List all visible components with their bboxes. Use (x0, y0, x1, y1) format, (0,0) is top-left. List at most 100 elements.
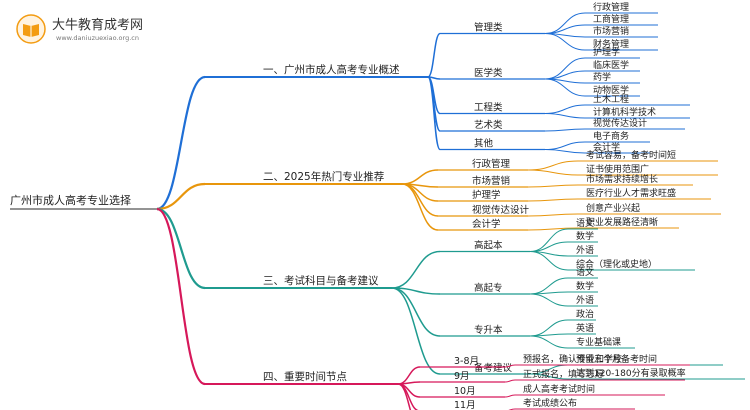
leaf-connector (527, 213, 579, 217)
leaf-node-label: 成人高考考试时间 (523, 383, 595, 395)
leaf-connector (527, 227, 579, 231)
mid-node-label: 医学类 (474, 67, 503, 79)
leaf-connector (529, 373, 569, 380)
leaf-connector (527, 198, 579, 202)
leaf-node-label: 市场需求持续增长 (586, 173, 658, 185)
leaf-connector (544, 141, 586, 150)
leaf-node-label: 数学 (576, 230, 594, 242)
branch-connector (156, 75, 206, 211)
leaf-node-label: 工商管理 (593, 13, 629, 25)
mid-node-label: 市场营销 (472, 175, 511, 187)
leaf-connector (529, 251, 569, 271)
leaf-node-label: 达到120-180分有录取概率 (576, 367, 686, 379)
leaf-connector (529, 228, 569, 252)
mid-connector (427, 32, 441, 78)
mid-connector (401, 183, 439, 231)
mid-node-label: 艺术类 (474, 119, 503, 131)
leaf-node-label: 英语 (576, 322, 594, 334)
leaf-node-label: 视觉传达设计 (593, 117, 647, 129)
leaf-connector (544, 113, 586, 119)
branch-label: 二、2025年热门专业推荐 (263, 170, 384, 183)
leaf-node-label: 创意产业兴起 (586, 202, 640, 214)
leaf-connector (544, 12, 586, 34)
leaf-connector (544, 128, 586, 132)
leaf-node-label: 土木工程 (593, 93, 629, 105)
mid-connector (397, 383, 412, 410)
leaf-node-label: 考试容易，备考时间短 (586, 149, 676, 161)
leaf-connector (544, 57, 586, 80)
mid-node-label: 备考建议 (474, 362, 513, 374)
branch-connector (156, 182, 206, 211)
mid-node-label: 高起本 (474, 240, 503, 252)
mid-node-label: 高起专 (474, 282, 503, 294)
leaf-node-label: 专业基础课 (576, 336, 621, 348)
leaf-connector (529, 241, 569, 252)
leaf-connector (544, 24, 586, 34)
leaf-node-label: 计算机科学技术 (593, 106, 656, 118)
mid-node-label: 护理学 (472, 189, 501, 201)
branch-label: 一、广州市成人高考专业概述 (263, 63, 400, 76)
site-logo: 大牛教育成考网 www.daniuzuexiao.org.cn (16, 10, 246, 50)
mid-connector (391, 250, 441, 289)
mid-connector (391, 287, 441, 337)
leaf-connector (504, 394, 516, 398)
leaf-node-label: 护理学 (593, 46, 620, 58)
leaf-node-label: 财务管理 (593, 38, 629, 50)
leaf-connector (544, 104, 586, 114)
mid-node-label: 3-8月 (454, 356, 479, 367)
mid-connector (391, 287, 441, 375)
leaf-node-label: 动物医学 (593, 84, 629, 96)
leaf-node-label: 行政管理 (593, 1, 629, 13)
leaf-connector (544, 33, 586, 51)
leaf-connector (527, 160, 579, 171)
leaf-node-label: 药学 (593, 71, 611, 83)
leaf-node-label: 职业发展路径清晰 (586, 216, 658, 228)
mid-connector (401, 169, 439, 185)
logo-title: 大牛教育成考网 (52, 18, 144, 33)
branch-connector (156, 207, 206, 290)
leaf-node-label: 语文 (576, 266, 594, 278)
mid-connector (427, 76, 441, 151)
leaf-node-label: 政治 (576, 308, 594, 320)
leaf-connector (544, 78, 586, 97)
leaf-connector (544, 149, 586, 154)
mid-node-label: 10月 (454, 386, 476, 397)
branch-connector (156, 207, 206, 386)
leaf-node-label: 数学 (576, 280, 594, 292)
leaf-node-label: 市场营销 (593, 25, 629, 37)
leaf-connector (529, 335, 569, 349)
leaf-node-label: 证书使用范围广 (586, 163, 649, 175)
mid-connector (427, 76, 441, 132)
logo-url: www.daniuzuexiao.org.cn (56, 34, 139, 42)
branch-label: 四、重要时间节点 (263, 370, 347, 383)
leaf-node-label: 外语 (576, 294, 594, 306)
leaf-node-label: 综合（理化或史地） (576, 258, 657, 270)
root-node-label: 广州市成人高考专业选择 (10, 193, 131, 207)
leaf-connector (527, 169, 579, 176)
leaf-node-label: 医疗行业人才需求旺盛 (586, 187, 676, 199)
leaf-connector (508, 408, 516, 410)
mid-node-label: 会计学 (472, 218, 501, 230)
leaf-node-label: 考试成绩公布 (523, 397, 577, 409)
mid-node-label: 专升本 (474, 324, 503, 336)
mid-node-label: 视觉传达设计 (472, 204, 530, 216)
book-logo-icon (16, 14, 46, 44)
leaf-node-label: 预报名，确认专业和学校 (523, 353, 622, 365)
leaf-node-label: 外语 (576, 244, 594, 256)
leaf-node-label: 会计学 (593, 141, 620, 153)
leaf-node-label: 正式报名，填写志愿 (523, 368, 604, 380)
leaf-connector (504, 379, 516, 383)
mid-node-label: 行政管理 (472, 158, 511, 170)
leaf-connector (527, 184, 579, 188)
leaf-connector (504, 364, 516, 368)
leaf-node-label: 临床医学 (593, 59, 629, 71)
mid-node-label: 9月 (454, 371, 470, 382)
leaf-node-label: 预留三个月备考时间 (576, 353, 657, 365)
branch-label: 三、考试科目与备考建议 (263, 274, 379, 287)
mid-node-label: 管理类 (474, 22, 503, 34)
leaf-connector (529, 293, 569, 307)
mid-node-label: 11月 (454, 400, 476, 410)
leaf-node-label: 语文 (576, 217, 594, 229)
mid-node-label: 其他 (474, 138, 494, 150)
